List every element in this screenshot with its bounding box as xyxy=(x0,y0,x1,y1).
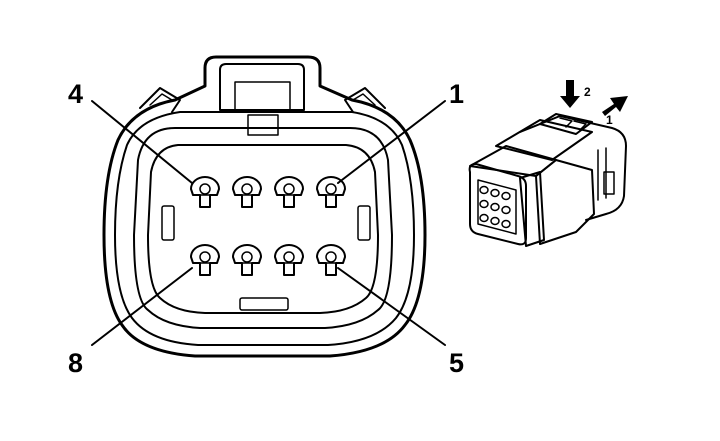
left-key xyxy=(161,205,175,241)
arrow-down-icon xyxy=(560,80,580,108)
latch-bump xyxy=(219,63,305,111)
iso-front-face xyxy=(468,163,527,246)
terminal-cavity xyxy=(274,244,304,276)
iso-cavity xyxy=(479,185,489,195)
iso-side-window xyxy=(603,171,615,195)
terminal-cavity xyxy=(232,244,262,276)
pin-label-4: 4 xyxy=(68,79,83,109)
iso-collar xyxy=(519,171,545,247)
pin-label-1: 1 xyxy=(449,79,464,109)
iso-rear-body xyxy=(519,115,627,221)
iso-cavity xyxy=(490,202,500,212)
seal-frame-outer xyxy=(133,127,393,329)
iso-latch-ridges xyxy=(559,117,587,131)
housing-inner-contour xyxy=(114,111,415,346)
latch-window xyxy=(247,114,279,136)
left-ear-slot xyxy=(149,93,173,106)
pin-label-5: 5 xyxy=(449,348,464,378)
right-key xyxy=(357,205,371,241)
bottom-key xyxy=(239,297,289,311)
right-ear-slot xyxy=(352,93,376,106)
iso-cavity xyxy=(490,216,500,226)
leader-pin-1 xyxy=(337,100,446,184)
pin-label-8: 8 xyxy=(68,348,83,378)
terminal-cavity xyxy=(190,176,220,208)
connector-iso-view: 2 1 xyxy=(468,80,628,247)
iso-body-side xyxy=(535,159,595,245)
right-ear xyxy=(344,87,386,113)
iso-latch xyxy=(539,113,593,135)
housing-outline xyxy=(102,55,427,358)
leader-pin-4 xyxy=(91,100,193,184)
terminal-cavity xyxy=(232,176,262,208)
iso-front-cavities xyxy=(479,185,511,229)
iso-side-rib xyxy=(597,147,607,201)
terminal-cavity xyxy=(274,176,304,208)
iso-top-deck xyxy=(495,119,593,161)
step-label-pull: 1 xyxy=(606,113,613,127)
latch-inner xyxy=(234,81,291,111)
seal-frame-inner xyxy=(147,144,379,314)
leader-pin-5 xyxy=(337,267,446,346)
iso-cavity xyxy=(501,219,511,229)
terminal-cavities xyxy=(190,176,346,276)
terminal-cavity xyxy=(190,244,220,276)
leader-pin-8 xyxy=(91,267,193,346)
iso-cavity xyxy=(501,205,511,215)
iso-cavity xyxy=(479,213,489,223)
step-label-down: 2 xyxy=(584,85,591,99)
iso-cavity xyxy=(490,188,500,198)
iso-cavity xyxy=(501,191,511,201)
arrow-up-right-icon xyxy=(602,96,628,116)
iso-cavity xyxy=(479,199,489,209)
left-ear xyxy=(139,87,181,113)
iso-front-face-inner xyxy=(477,179,517,235)
terminal-cavity xyxy=(316,244,346,276)
connector-face-view: 4 1 8 5 xyxy=(68,55,464,378)
